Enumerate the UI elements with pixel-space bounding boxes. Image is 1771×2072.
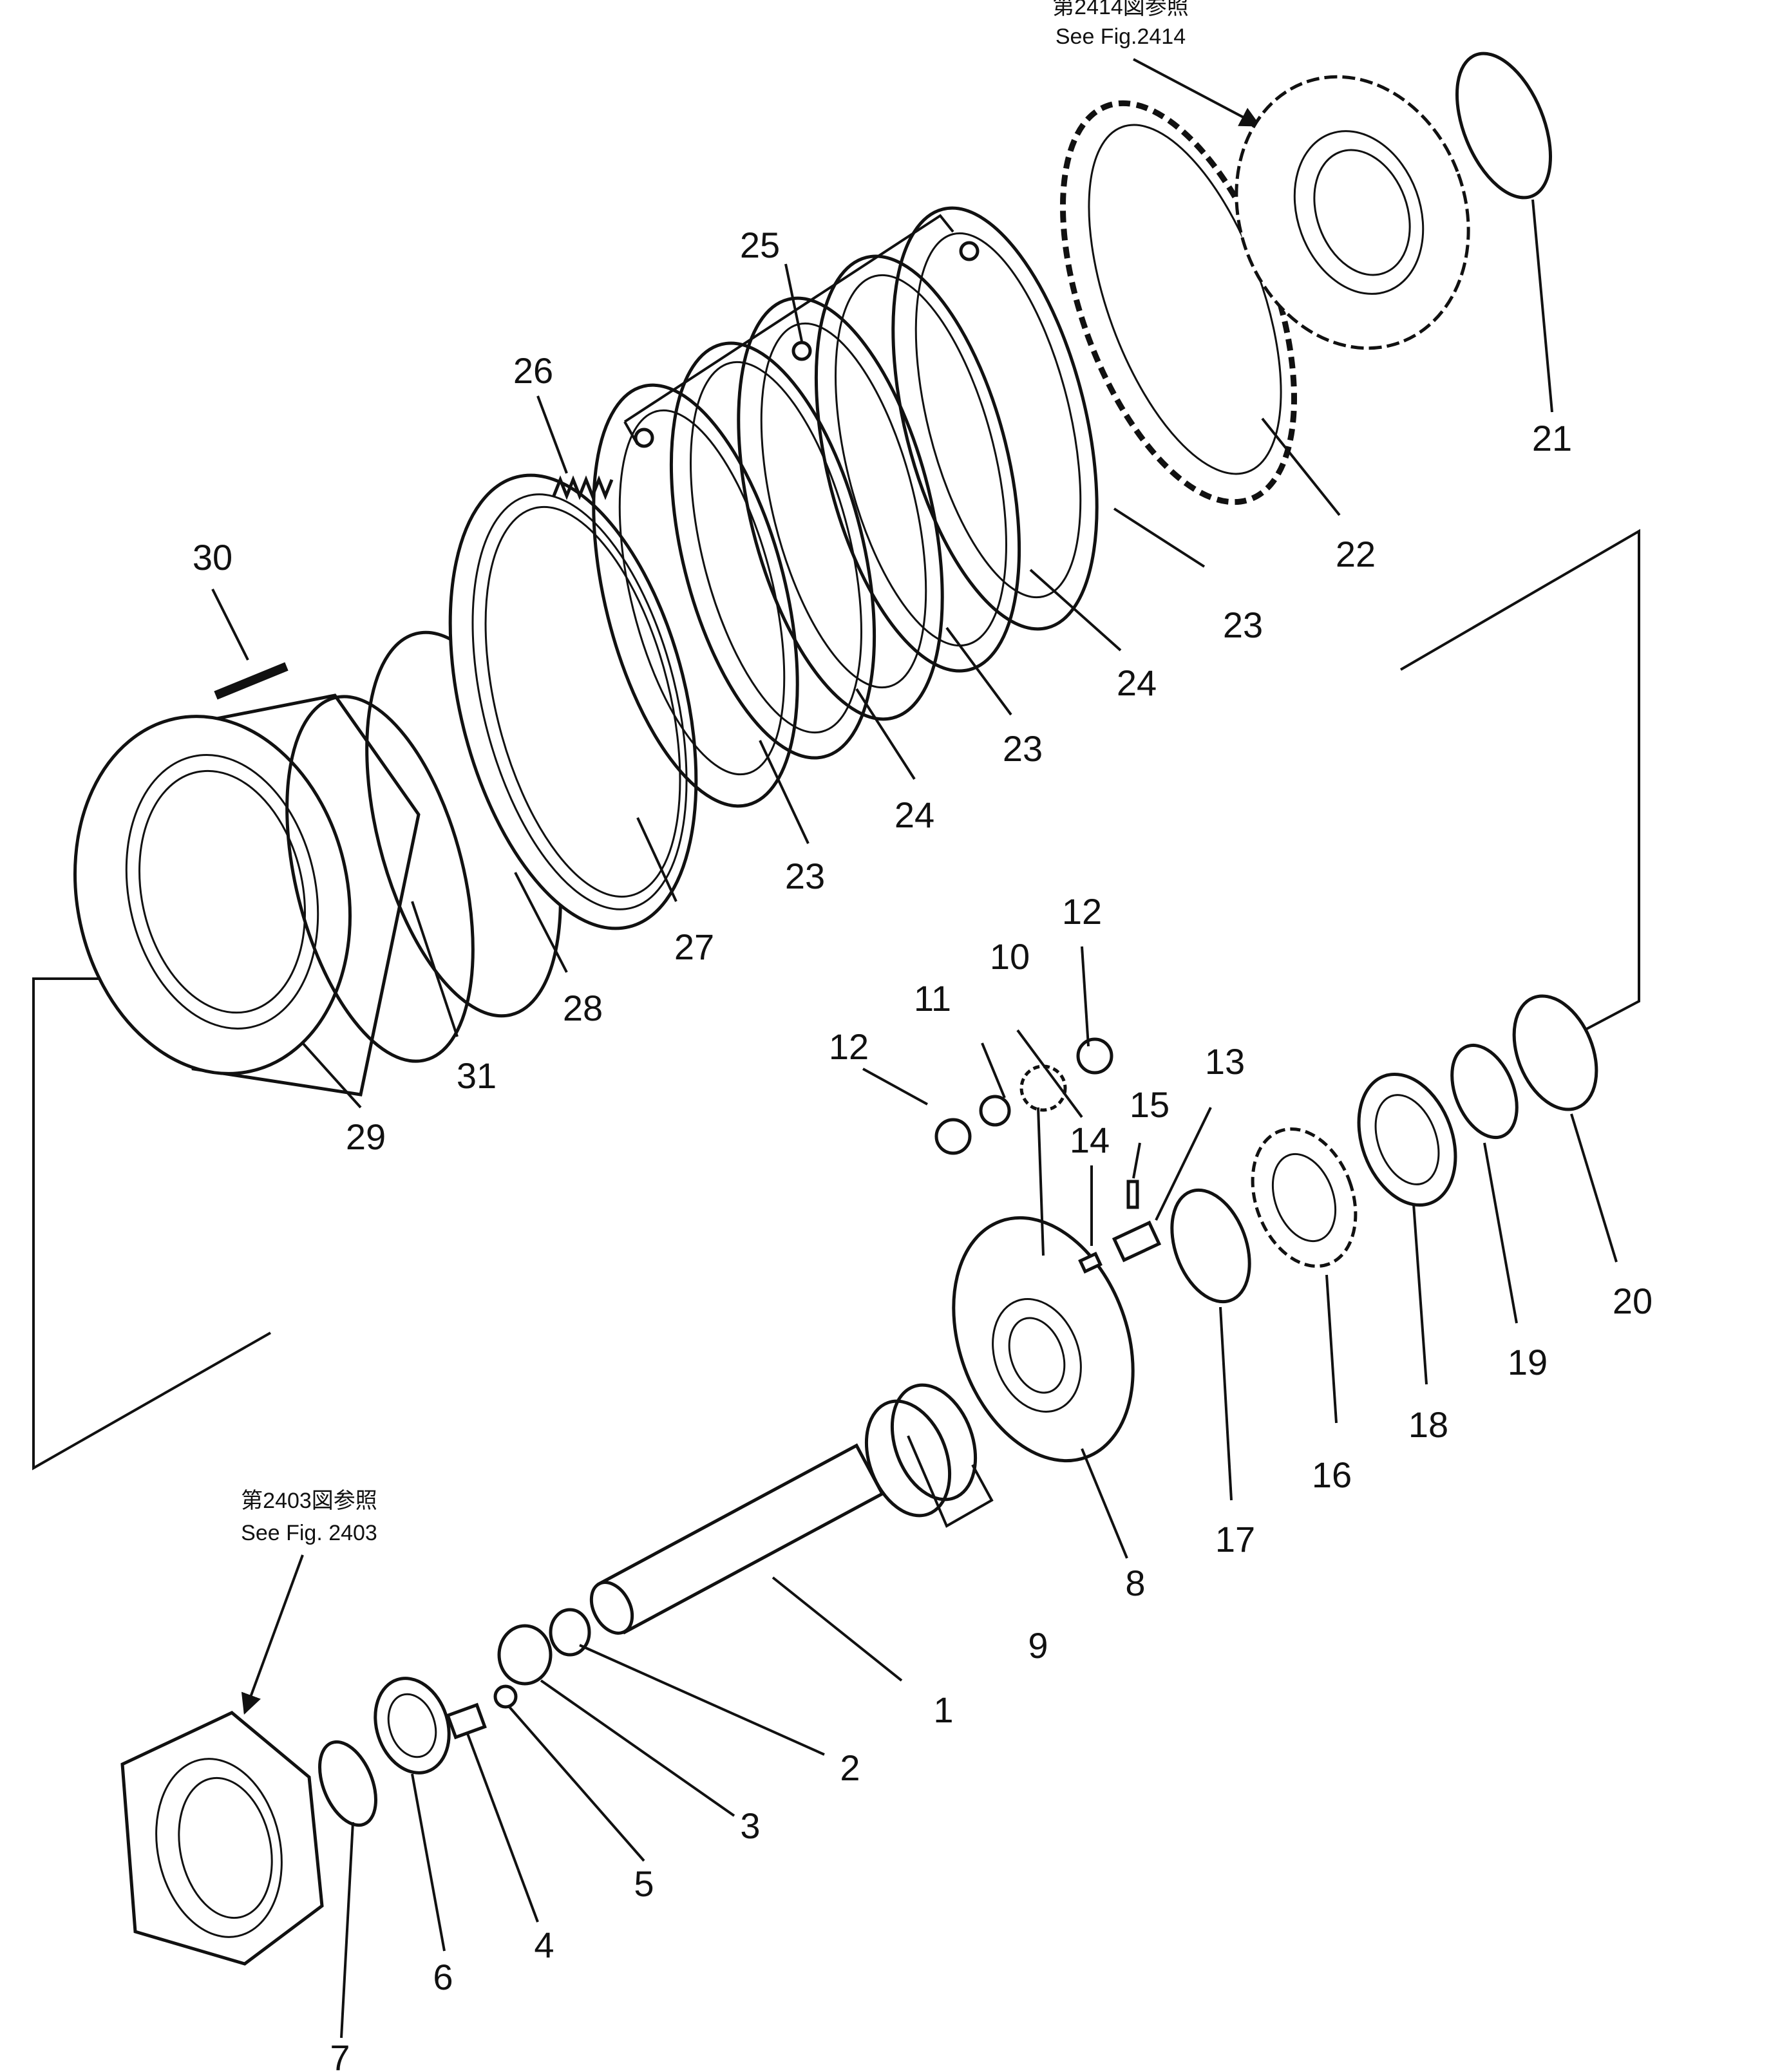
callout-31: 31 <box>457 1055 497 1096</box>
part-12-washer-a <box>934 1118 972 1155</box>
callout-8: 8 <box>1125 1563 1145 1603</box>
callout-30: 30 <box>193 537 232 578</box>
callout-3: 3 <box>740 1805 760 1846</box>
part-11-bearing <box>979 1095 1011 1127</box>
callout-14: 14 <box>1070 1120 1110 1160</box>
callout-10: 10 <box>990 936 1030 977</box>
callout-4: 4 <box>534 1925 554 1965</box>
callout-19: 19 <box>1508 1342 1548 1382</box>
part-25-clip-b <box>791 341 812 361</box>
part-3-plug <box>497 1624 553 1686</box>
callout-29: 29 <box>346 1116 386 1157</box>
ref-note-2403-jp: 第2403図参照 <box>241 1489 377 1513</box>
callout-26: 26 <box>513 350 553 391</box>
part-1-shaft <box>589 1443 885 1635</box>
part-6-seal <box>374 1677 451 1775</box>
ref-note-2414-en: See Fig.2414 <box>1056 24 1186 49</box>
part-12-washer-b <box>1076 1037 1113 1075</box>
part-25-clip-c <box>959 241 980 261</box>
part-14-pin <box>1078 1252 1103 1274</box>
callout-25: 25 <box>740 225 780 265</box>
part-16-gear <box>1251 1127 1358 1268</box>
callout-20: 20 <box>1613 1281 1653 1321</box>
part-13-pin <box>1112 1220 1162 1263</box>
callout-1: 1 <box>933 1690 953 1730</box>
callout-23-b: 23 <box>1003 728 1043 769</box>
hub-fig-2414 <box>1235 75 1470 350</box>
part-2-bushing <box>549 1608 591 1657</box>
callout-16: 16 <box>1312 1455 1352 1495</box>
callout-28: 28 <box>563 988 603 1028</box>
ref-arrow-2403 <box>241 1554 304 1715</box>
part-31-ring <box>285 695 475 1063</box>
bracket-25 <box>623 214 954 423</box>
clutch-plates <box>592 206 1099 808</box>
callout-17: 17 <box>1215 1519 1255 1559</box>
part-21-snap-ring <box>1455 52 1553 200</box>
callout-9: 9 <box>1028 1625 1048 1666</box>
ref-arrow-2414 <box>1133 58 1261 127</box>
callout-24-b: 24 <box>895 795 934 835</box>
part-19-snap-ring <box>1450 1043 1519 1140</box>
callout-12-right: 12 <box>1062 891 1102 932</box>
leader-lines <box>211 199 1618 2039</box>
callout-2: 2 <box>840 1747 860 1788</box>
callout-13: 13 <box>1205 1041 1245 1082</box>
callout-7: 7 <box>330 2037 350 2072</box>
callout-12-left: 12 <box>829 1026 869 1067</box>
part-30-pin <box>214 662 289 700</box>
callout-27: 27 <box>674 927 714 967</box>
part-27-piston <box>448 473 698 930</box>
callout-23-a: 23 <box>1223 605 1263 645</box>
part-7-snap-ring <box>318 1740 377 1827</box>
part-20-snap-ring <box>1512 994 1598 1111</box>
part-26-spring <box>552 475 614 500</box>
part-9-ring-a <box>864 1399 952 1518</box>
part-4-bolt <box>446 1702 487 1740</box>
callout-22: 22 <box>1336 534 1376 574</box>
bracket-left <box>32 977 271 1471</box>
callout-15: 15 <box>1130 1084 1170 1125</box>
cover-fig-2403 <box>120 1711 324 1966</box>
callout-labels: 1 2 3 4 5 6 7 8 9 10 11 12 12 13 14 15 1… <box>193 225 1653 2072</box>
part-9-ring-b <box>890 1383 978 1502</box>
callout-18: 18 <box>1408 1404 1448 1445</box>
callout-24-a: 24 <box>1117 663 1157 703</box>
callout-5: 5 <box>634 1863 654 1904</box>
callout-11: 11 <box>914 978 951 1019</box>
callout-6: 6 <box>433 1957 453 1997</box>
part-10-gear <box>1019 1064 1067 1112</box>
part-18-bearing <box>1357 1072 1457 1207</box>
part-15-pin <box>1126 1180 1139 1209</box>
part-29-housing <box>73 693 421 1097</box>
callout-23-c: 23 <box>785 856 825 896</box>
part-5-washer <box>493 1684 518 1709</box>
callout-21: 21 <box>1532 418 1572 458</box>
part-25-clip-a <box>634 428 654 448</box>
bracket-right <box>1399 529 1640 1031</box>
ref-note-2403-en: See Fig. 2403 <box>241 1521 377 1545</box>
bracket-9 <box>907 1435 994 1528</box>
ref-note-2414-jp: 第2414図参照 <box>1052 0 1189 19</box>
part-17-bushing <box>1170 1188 1251 1304</box>
